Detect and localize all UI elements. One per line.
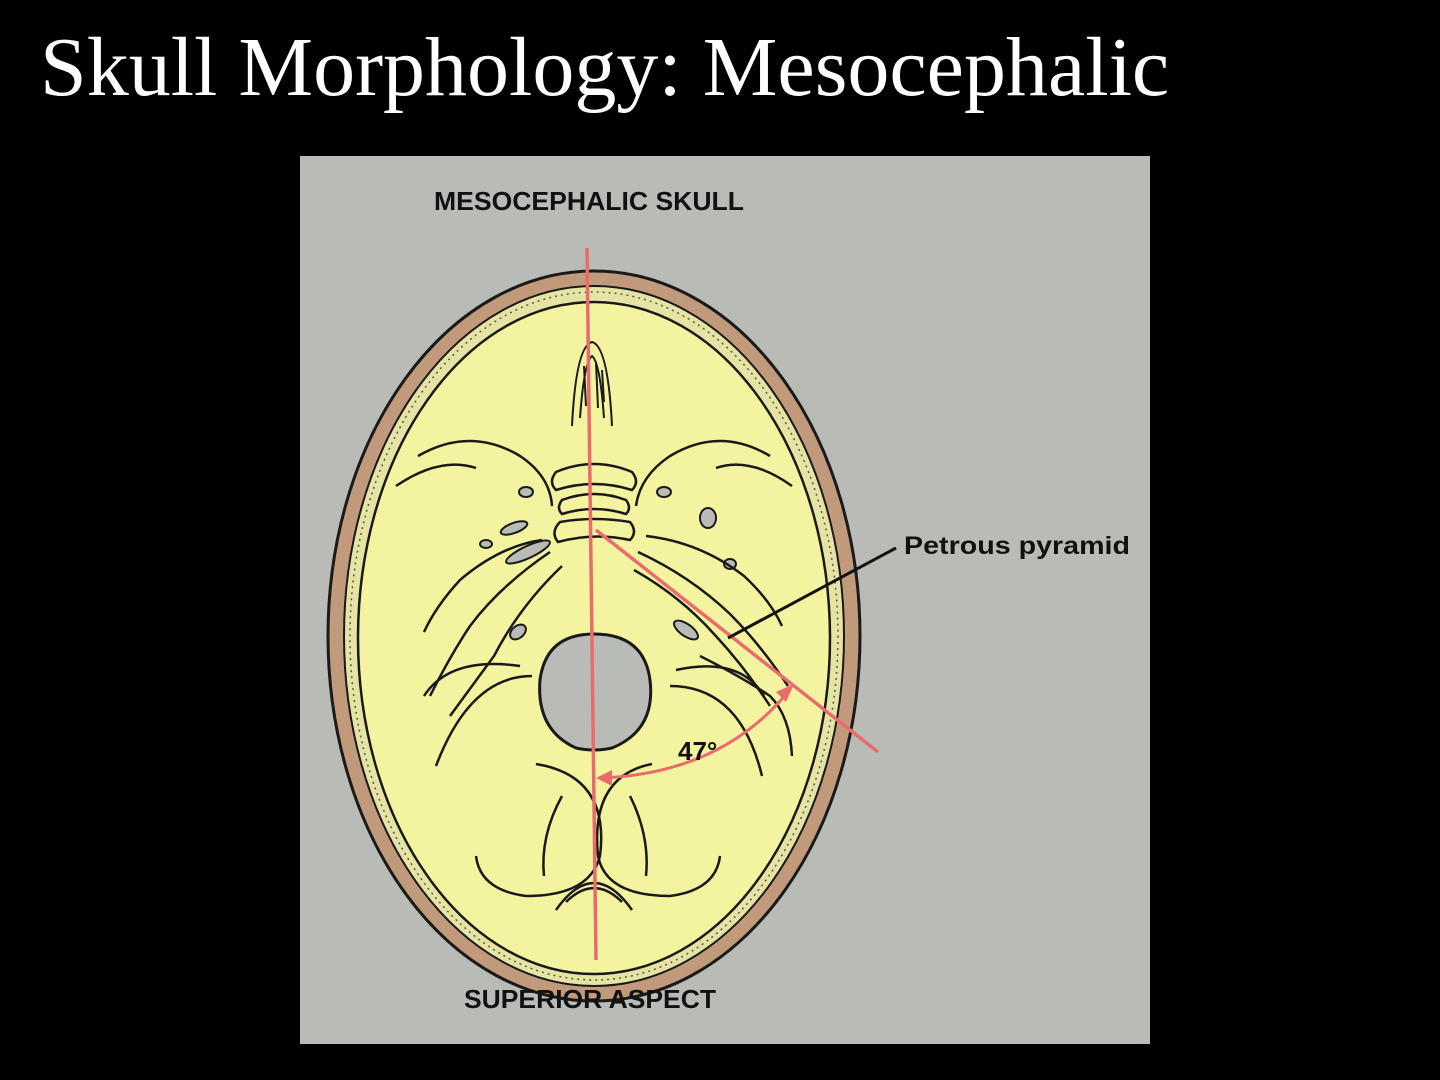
petrous-axis-line — [594, 528, 880, 754]
midsagittal-line — [585, 247, 598, 961]
skull-diagram: MESOCEPHALIC SKULL — [300, 156, 1150, 1044]
foramen-magnum — [538, 632, 653, 752]
petrous-pyramid-label: Petrous pyramid — [904, 532, 1130, 560]
figure-footer: SUPERIOR ASPECT — [464, 984, 716, 1014]
posterior-fossa — [422, 662, 766, 911]
angle-label: 47° — [678, 736, 717, 766]
petrous-ridges — [422, 534, 794, 757]
sella-turcica — [550, 462, 638, 544]
crista-galli — [571, 340, 613, 427]
arrowhead-icon — [596, 770, 612, 786]
skull-diploe-texture — [349, 291, 839, 981]
skull-figure: MESOCEPHALIC SKULL — [300, 156, 1150, 1044]
angle-arc — [599, 691, 790, 780]
anterior-fossa-ridges — [395, 439, 793, 507]
figure-heading: MESOCEPHALIC SKULL — [434, 186, 744, 216]
foramina — [479, 486, 737, 641]
callout-leader-line — [727, 546, 897, 640]
slide-title: Skull Morphology: Mesocephalic — [40, 21, 1170, 114]
arrowhead-icon — [776, 684, 794, 702]
